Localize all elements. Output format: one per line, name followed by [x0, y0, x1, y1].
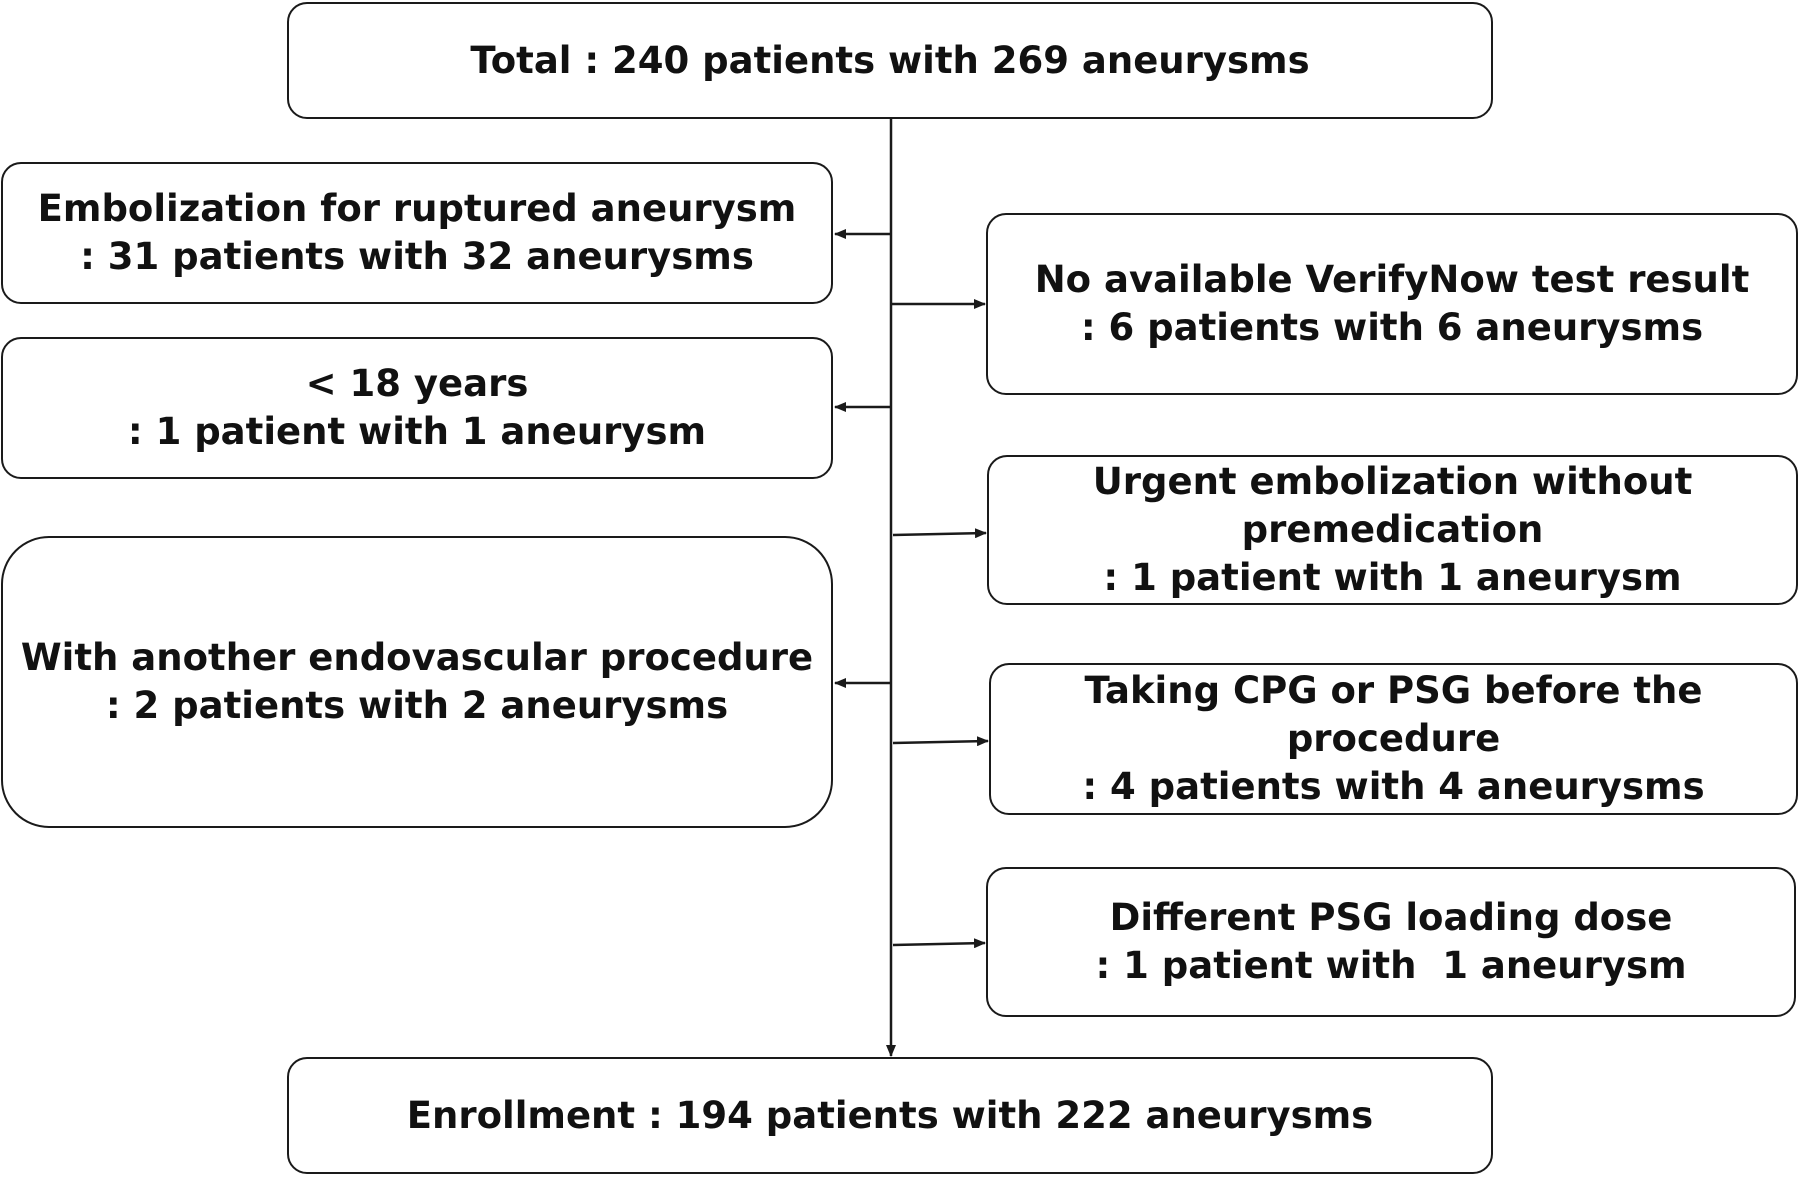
exclusion-ruptured-count: : 31 patients with 32 aneurysms: [80, 235, 754, 278]
enrollment-text: Enrollment : 194 patients with 222 aneur…: [406, 1093, 1374, 1137]
exclusion-psg-dose-reason: Different PSG loading dose: [1109, 896, 1673, 939]
exclusion-verifynow-count: : 6 patients with 6 aneurysms: [1080, 306, 1704, 349]
arrow-to-cpg: [892, 736, 989, 747]
exclusion-psg-dose-box: Different PSG loading dose : 1 patient w…: [986, 867, 1796, 1017]
exclusion-endovascular-box: With another endovascular procedure : 2 …: [1, 536, 833, 828]
exclusion-endovascular-reason: With another endovascular procedure: [20, 636, 814, 679]
exclusion-cpg-psg-reason-line2: procedure: [1286, 717, 1501, 760]
exclusion-age-box: < 18 years : 1 patient with 1 aneurysm: [1, 337, 833, 479]
exclusion-verifynow-reason: No available VerifyNow test result: [1034, 258, 1750, 301]
exclusion-psg-dose-count: : 1 patient with 1 aneurysm: [1095, 944, 1687, 987]
exclusion-age-reason: < 18 years: [305, 362, 529, 405]
exclusion-verifynow-box: No available VerifyNow test result : 6 p…: [986, 213, 1798, 395]
total-text: Total : 240 patients with 269 aneurysms: [470, 38, 1310, 82]
exclusion-endovascular-count: : 2 patients with 2 aneurysms: [105, 684, 729, 727]
arrow-to-psg-dose: [892, 938, 986, 949]
exclusion-urgent-count: : 1 patient with 1 aneurysm: [1103, 556, 1682, 599]
exclusion-urgent-reason-line1: Urgent embolization without: [1092, 460, 1693, 503]
arrow-to-urgent: [892, 528, 987, 539]
exclusion-urgent-reason-line2: premedication: [1241, 508, 1544, 551]
exclusion-ruptured-reason: Embolization for ruptured aneurysm: [37, 187, 797, 230]
exclusion-cpg-psg-count: : 4 patients with 4 aneurysms: [1082, 765, 1705, 808]
exclusion-ruptured-box: Embolization for ruptured aneurysm : 31 …: [1, 162, 833, 304]
exclusion-age-count: : 1 patient with 1 aneurysm: [127, 410, 707, 453]
enrollment-box: Enrollment : 194 patients with 222 aneur…: [287, 1057, 1493, 1174]
exclusion-cpg-psg-box: Taking CPG or PSG before the procedure :…: [989, 663, 1798, 815]
exclusion-urgent-box: Urgent embolization without premedicatio…: [987, 455, 1798, 605]
exclusion-cpg-psg-reason-line1: Taking CPG or PSG before the: [1084, 669, 1703, 712]
total-box: Total : 240 patients with 269 aneurysms: [287, 2, 1493, 119]
